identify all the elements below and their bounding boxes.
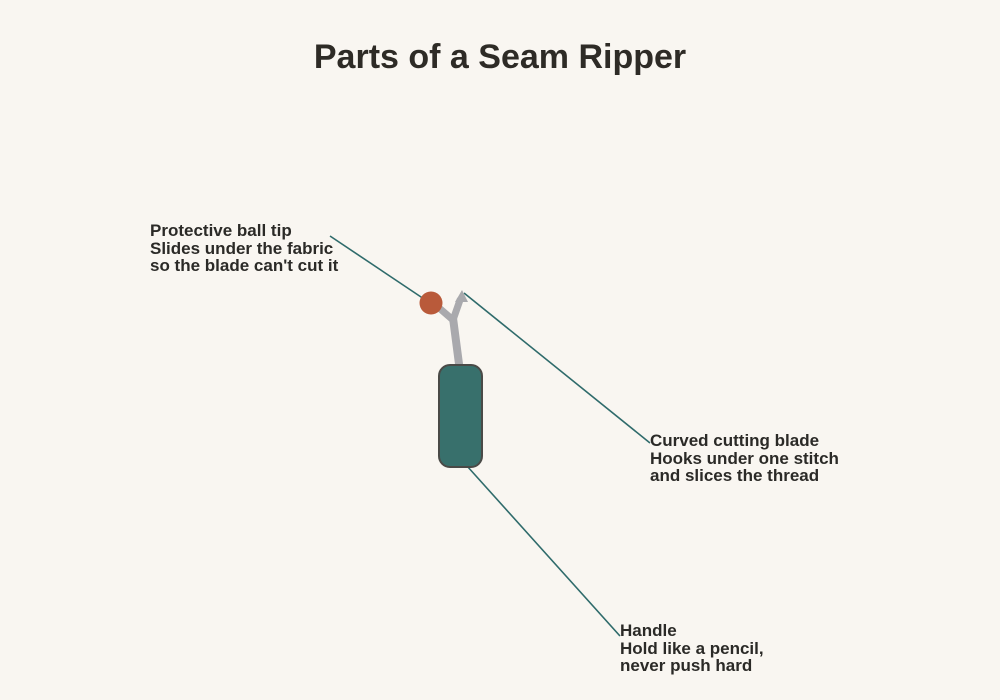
ball-tip-description-line-2: so the blade can't cut it xyxy=(150,256,339,275)
blade-description-line-2: and slices the thread xyxy=(650,466,820,485)
ball-tip xyxy=(419,291,443,315)
blade-heading: Curved cutting blade xyxy=(650,431,820,450)
handle-heading: Handle xyxy=(620,621,677,640)
seam-ripper-handle xyxy=(438,364,483,468)
blade-point xyxy=(455,290,468,302)
blade-description-line-1: Hooks under one stitch xyxy=(650,448,839,468)
blade-leader-line xyxy=(463,292,651,444)
handle-leader-line xyxy=(466,465,621,637)
ball-tip-leader-line xyxy=(329,235,431,304)
handle-callout: Handle Hold like a pencil, never push ha… xyxy=(620,622,764,675)
ball-tip-callout: Protective ball tip Slides under the fab… xyxy=(150,222,338,275)
seam-ripper-shaft xyxy=(449,314,463,368)
blade-arm xyxy=(449,296,464,324)
handle-description-line-2: never push hard xyxy=(620,656,753,675)
diagram-title: Parts of a Seam Ripper xyxy=(313,38,687,76)
blade-callout: Curved cutting blade Hooks under one sti… xyxy=(650,432,839,485)
ball-tip-description-line-1: Slides under the fabric xyxy=(150,238,334,258)
handle-description-line-1: Hold like a pencil, xyxy=(620,638,764,658)
ball-tip-heading: Protective ball tip xyxy=(150,221,292,240)
